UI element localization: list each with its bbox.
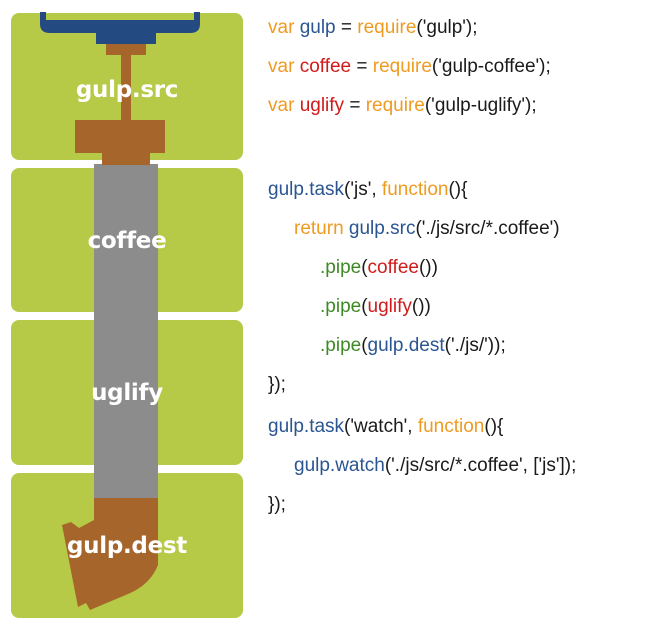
code-token: ('watch', [344,416,418,437]
code-line: gulp.task('watch', function(){ [268,413,503,441]
code-token: return [294,218,349,239]
code-line: gulp.watch('./js/src/*.coffee', ['js']); [294,452,576,480]
pipe-icon [94,164,158,499]
valve-body-icon [75,40,165,165]
code-token: coffee [367,257,419,278]
code-token: ('js', [344,179,382,200]
code-token: = [335,17,358,38]
code-line: gulp.task('js', function(){ [268,176,467,204]
code-line: .pipe(coffee()) [320,254,438,282]
pipeline-graphic [11,12,243,618]
code-token: gulp.src [348,218,416,239]
label-coffee: coffee [87,228,167,254]
code-token: require [365,95,425,116]
code-token: gulp.task [268,416,345,437]
code-token: .pipe [320,257,362,278]
code-token: ('./js/')); [444,335,506,356]
code-token: (){ [484,416,504,437]
code-token: ( [361,257,368,278]
code-token: (){ [448,179,468,200]
code-token: ()) [411,296,431,317]
code-token: gulp [299,17,336,38]
code-token: gulp.task [268,179,345,200]
code-line: var uglify = require('gulp-uglify'); [268,92,537,120]
code-line: return gulp.src('./js/src/*.coffee') [294,215,560,243]
code-token: }); [268,494,286,515]
code-token: uglify [367,296,412,317]
code-token: ()) [418,257,438,278]
label-gulp-dest: gulp.dest [67,533,187,559]
code-token: var [268,95,300,116]
code-token: }); [268,374,286,395]
code-token: = [351,56,373,77]
code-token: ('gulp'); [416,17,478,38]
code-token: gulp.watch [294,455,385,476]
code-token: .pipe [320,296,362,317]
code-token: ('./js/src/*.coffee') [415,218,560,239]
code-token: uglify [299,95,345,116]
code-line: .pipe(gulp.dest('./js/')); [320,332,506,360]
pipeline-diagram: gulp.src coffee uglify gulp.dest [0,0,250,630]
code-token: require [372,56,432,77]
code-token: var [268,56,300,77]
code-token: gulp.dest [367,335,445,356]
code-token: function [381,179,449,200]
code-token: .pipe [320,335,362,356]
code-token: ( [361,335,368,356]
label-uglify: uglify [91,380,163,406]
code-token: ('gulp-coffee'); [431,56,551,77]
code-token: coffee [299,56,352,77]
code-line: var gulp = require('gulp'); [268,14,478,42]
code-line: }); [268,491,286,519]
code-line: .pipe(uglify()) [320,293,431,321]
label-gulp-src: gulp.src [75,77,179,103]
valve-handle-icon [40,12,200,44]
code-line: }); [268,371,286,399]
code-token: ('gulp-uglify'); [424,95,537,116]
code-token: = [344,95,366,116]
spout-icon [62,498,158,610]
code-token: require [357,17,417,38]
code-token: ('./js/src/*.coffee', ['js']); [384,455,577,476]
code-token: ( [361,296,368,317]
code-token: function [417,416,485,437]
code-token: var [268,17,300,38]
code-line: var coffee = require('gulp-coffee'); [268,53,551,81]
